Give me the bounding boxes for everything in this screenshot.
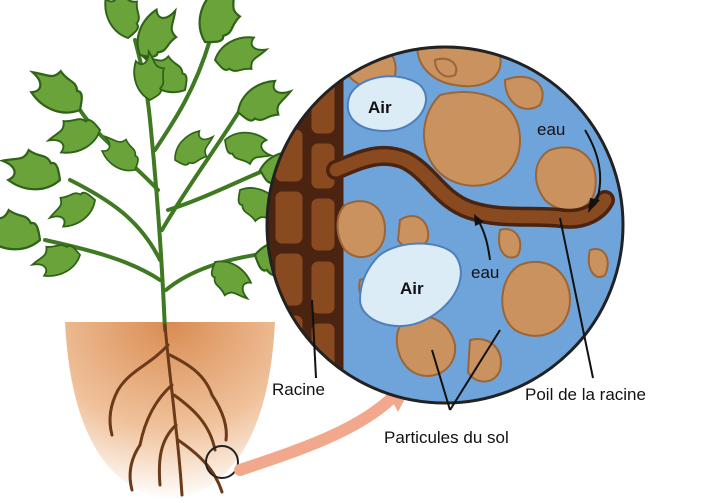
root-hair-label: Poil de la racine	[525, 385, 646, 404]
water-label-center: eau	[471, 263, 499, 282]
air-label-bottom: Air	[400, 279, 424, 298]
air-label-top: Air	[368, 98, 392, 117]
soil-particles-label: Particules du sol	[384, 428, 509, 447]
root-label: Racine	[272, 380, 325, 399]
magnified-soil-view	[262, 30, 623, 403]
water-label-right: eau	[537, 120, 565, 139]
